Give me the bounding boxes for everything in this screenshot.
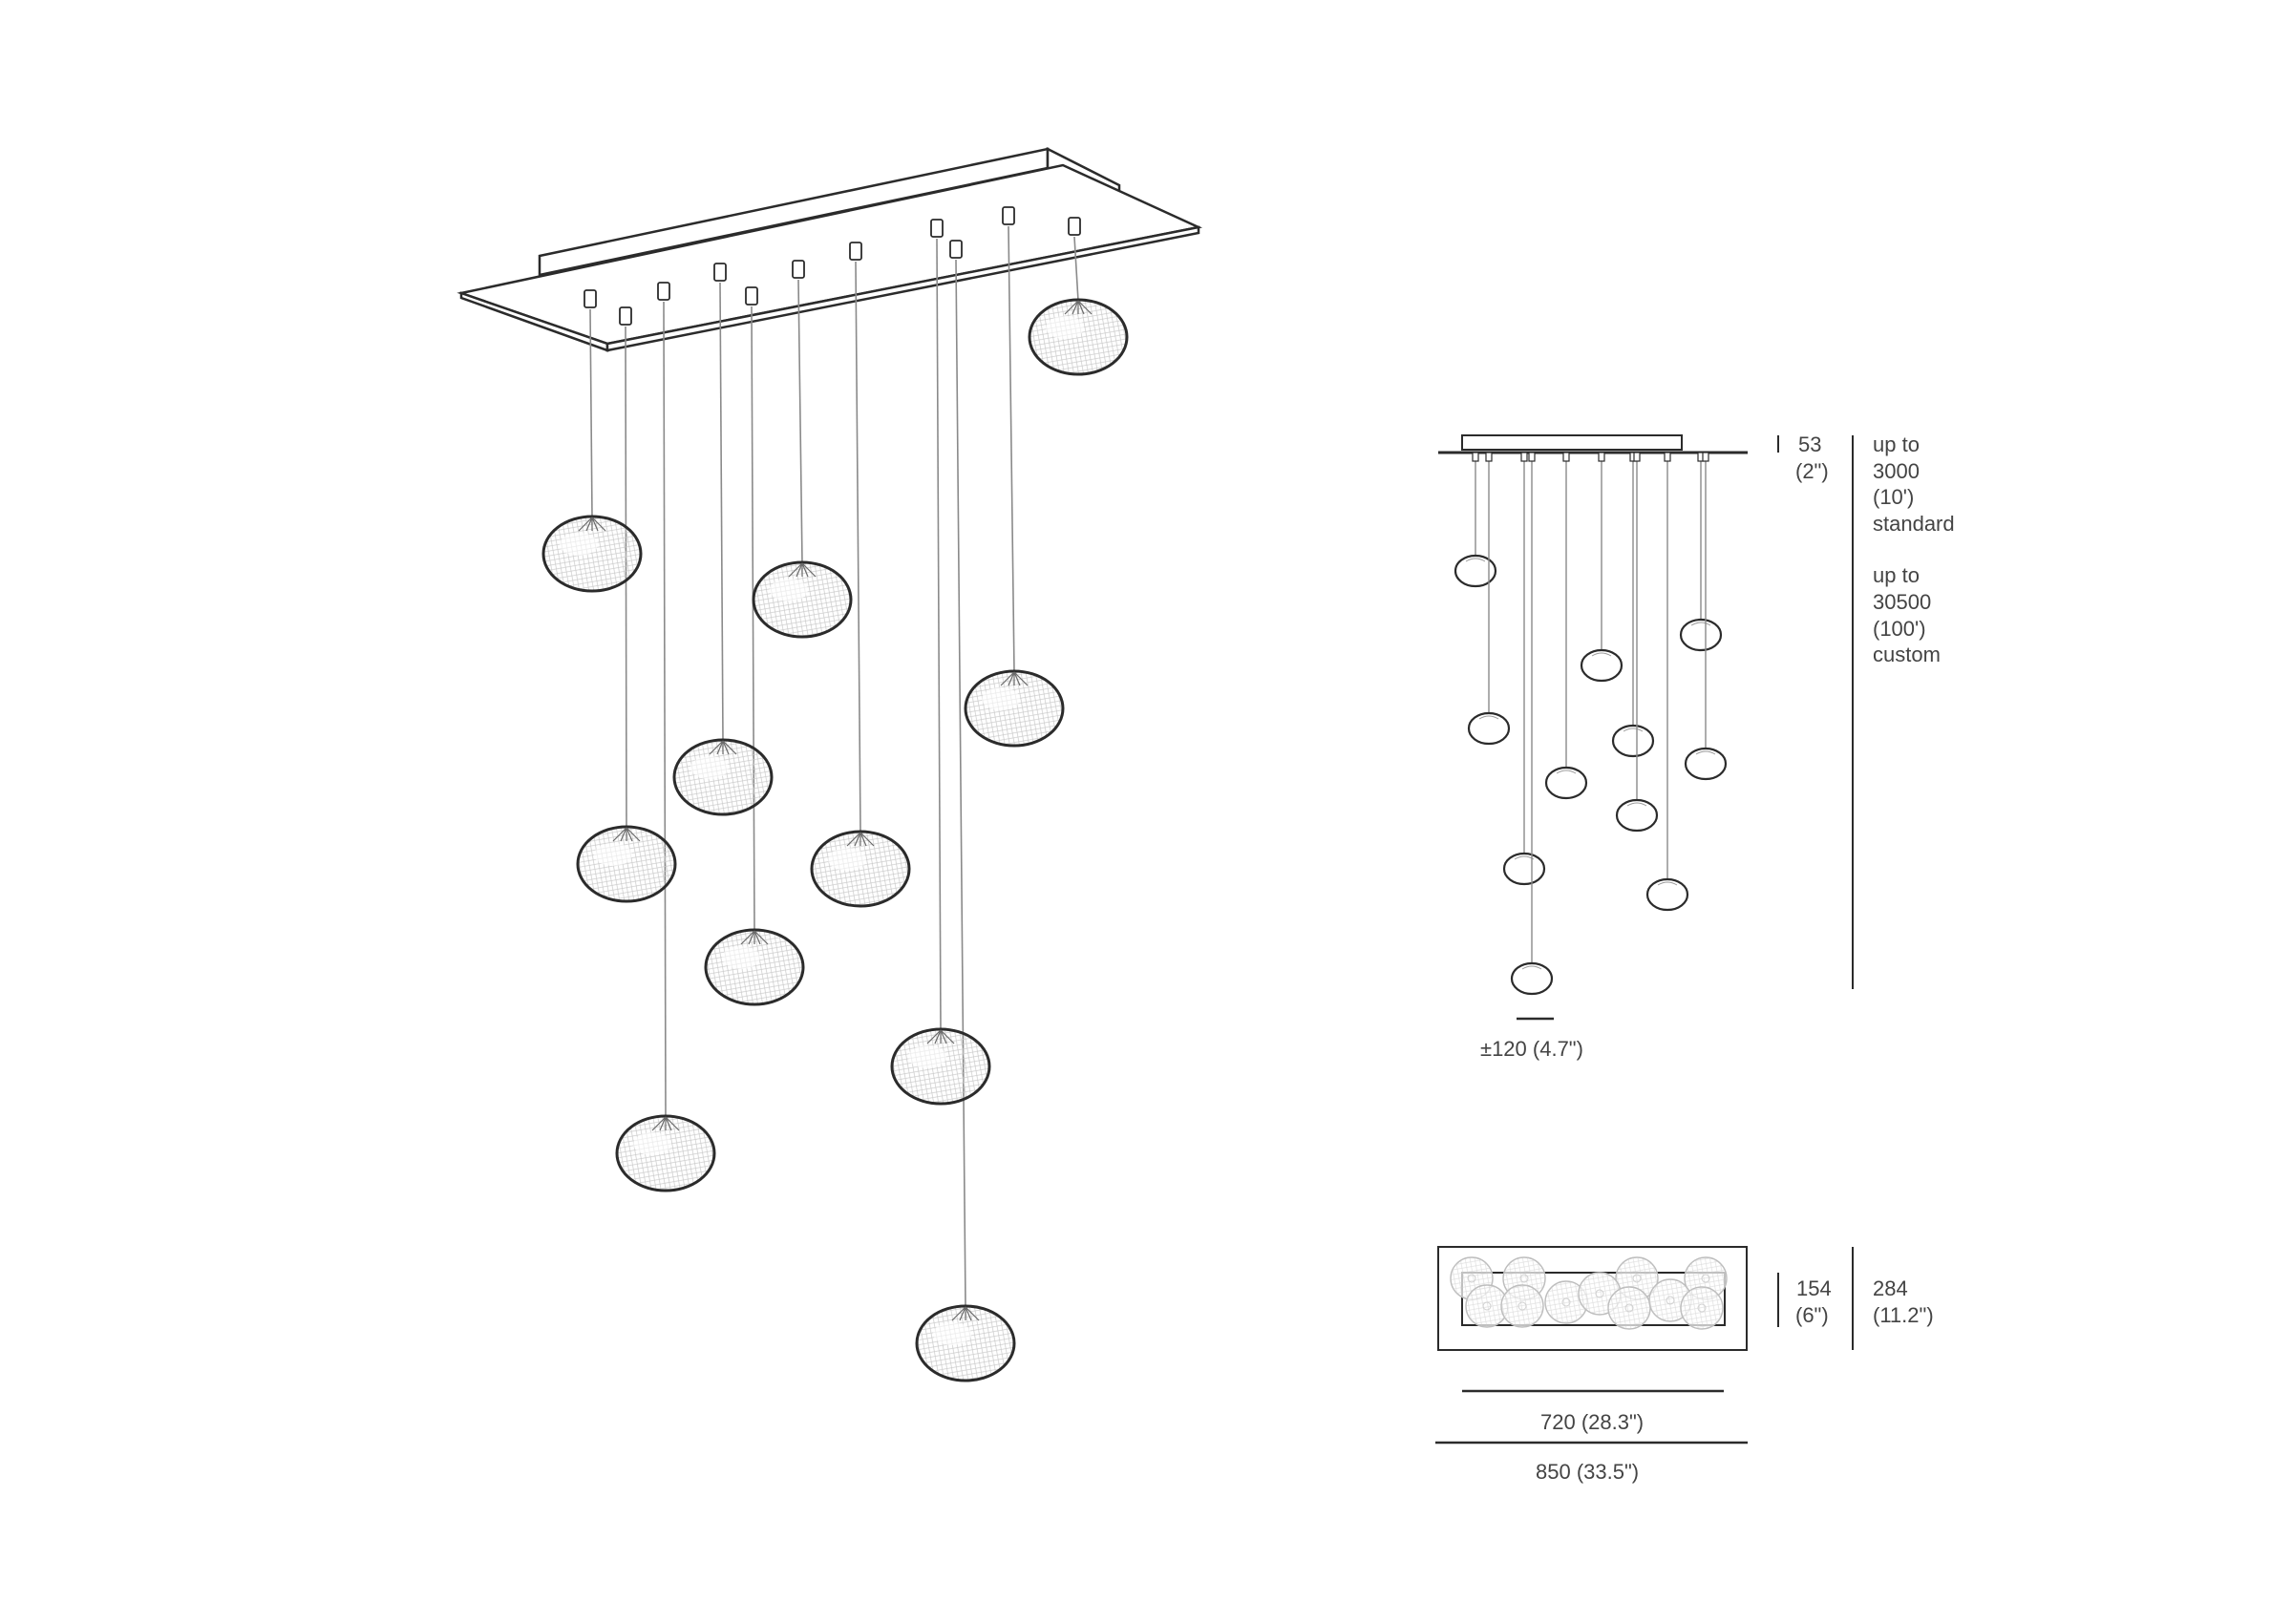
- plan-globe: [1680, 1286, 1724, 1330]
- side-pendant: [1467, 452, 1511, 746]
- side-pendant: [1454, 452, 1497, 588]
- canopy-height-imperial: (2"): [1795, 459, 1829, 483]
- side-pendant: [1580, 452, 1624, 683]
- plan-view: 154 (6") 284 (11.2") 720 (28.3") 850 (33…: [1435, 1246, 1934, 1484]
- cord: [936, 238, 942, 1031]
- side-pendant: [1502, 452, 1546, 886]
- cord-connector: [1068, 217, 1081, 236]
- cord: [663, 301, 667, 1118]
- side-pendant: [1611, 452, 1655, 758]
- drop-length-line-1: up to: [1873, 432, 1920, 456]
- pendant-globe: [1028, 298, 1129, 376]
- cord-connector: [713, 263, 727, 282]
- perspective-view: [456, 146, 1203, 1382]
- side-pendant: [1679, 452, 1723, 652]
- pendant-globe: [964, 669, 1065, 748]
- cord: [797, 279, 803, 564]
- drop-length-text: up to 3000 (10') standard up to 30500 (1…: [1873, 432, 1955, 666]
- inner-width-label: 720 (28.3"): [1540, 1410, 1644, 1434]
- side-elevation: 53 (2") up to 3000 (10') standard up to …: [1438, 432, 1955, 1061]
- cord-connector: [792, 260, 805, 279]
- side-canopy-box: [1461, 434, 1683, 451]
- plan-globe: [1500, 1284, 1544, 1328]
- drop-length-line-4: standard: [1873, 512, 1955, 536]
- pendant-globe: [915, 1304, 1016, 1382]
- pendant-globes: [541, 298, 1129, 1382]
- outer-width-label: 850 (33.5"): [1536, 1460, 1639, 1484]
- pendant-globe: [810, 830, 911, 908]
- outer-depth-imperial: (11.2"): [1873, 1303, 1934, 1327]
- pendant-cords: [584, 206, 1081, 1308]
- cord-connector: [849, 242, 862, 261]
- pendant-globe: [541, 515, 643, 593]
- side-pendant: [1510, 452, 1554, 996]
- plan-globes: [1450, 1256, 1728, 1330]
- outer-depth-metric: 284: [1873, 1276, 1908, 1300]
- cord: [855, 261, 861, 833]
- cord-connector: [930, 219, 944, 238]
- pendant-globe: [615, 1114, 716, 1192]
- pendant-globe: [576, 825, 677, 903]
- side-pendant: [1684, 452, 1728, 781]
- plan-globe: [1607, 1286, 1651, 1330]
- pendant-globe: [672, 738, 774, 816]
- cord-connector: [949, 240, 963, 259]
- cord: [1073, 236, 1079, 302]
- cord: [719, 282, 724, 742]
- drop-length-line-6: 30500: [1873, 590, 1931, 614]
- plan-inner-rect: [1461, 1272, 1726, 1326]
- drop-length-line-5: up to: [1873, 563, 1920, 587]
- side-pendant: [1544, 452, 1588, 800]
- cord: [1008, 225, 1015, 673]
- plan-globe: [1544, 1280, 1588, 1324]
- plan-globe: [1465, 1284, 1509, 1328]
- drop-length-line-8: custom: [1873, 643, 1941, 666]
- cord-connector: [619, 306, 632, 326]
- drop-length-line-7: (100'): [1873, 617, 1926, 641]
- cord-connector: [745, 286, 758, 306]
- cord: [955, 259, 966, 1308]
- cord-connector: [657, 282, 670, 301]
- inner-depth-metric: 154: [1796, 1276, 1832, 1300]
- cord-connector: [584, 289, 597, 308]
- inner-depth-imperial: (6"): [1795, 1303, 1829, 1327]
- side-pendants: [1454, 452, 1728, 996]
- cord-connector: [1002, 206, 1015, 225]
- drop-length-line-2: 3000: [1873, 459, 1920, 483]
- cord: [589, 308, 593, 518]
- side-pendant: [1645, 452, 1689, 912]
- drop-length-line-3: (10'): [1873, 485, 1914, 509]
- pendant-globe: [704, 928, 805, 1006]
- side-pendant: [1615, 452, 1659, 833]
- pendant-globe: [890, 1027, 991, 1106]
- canopy-height-metric: 53: [1798, 432, 1821, 456]
- globe-diameter-label: ±120 (4.7"): [1480, 1037, 1583, 1061]
- cord: [751, 306, 755, 932]
- pendant-globe: [752, 560, 853, 639]
